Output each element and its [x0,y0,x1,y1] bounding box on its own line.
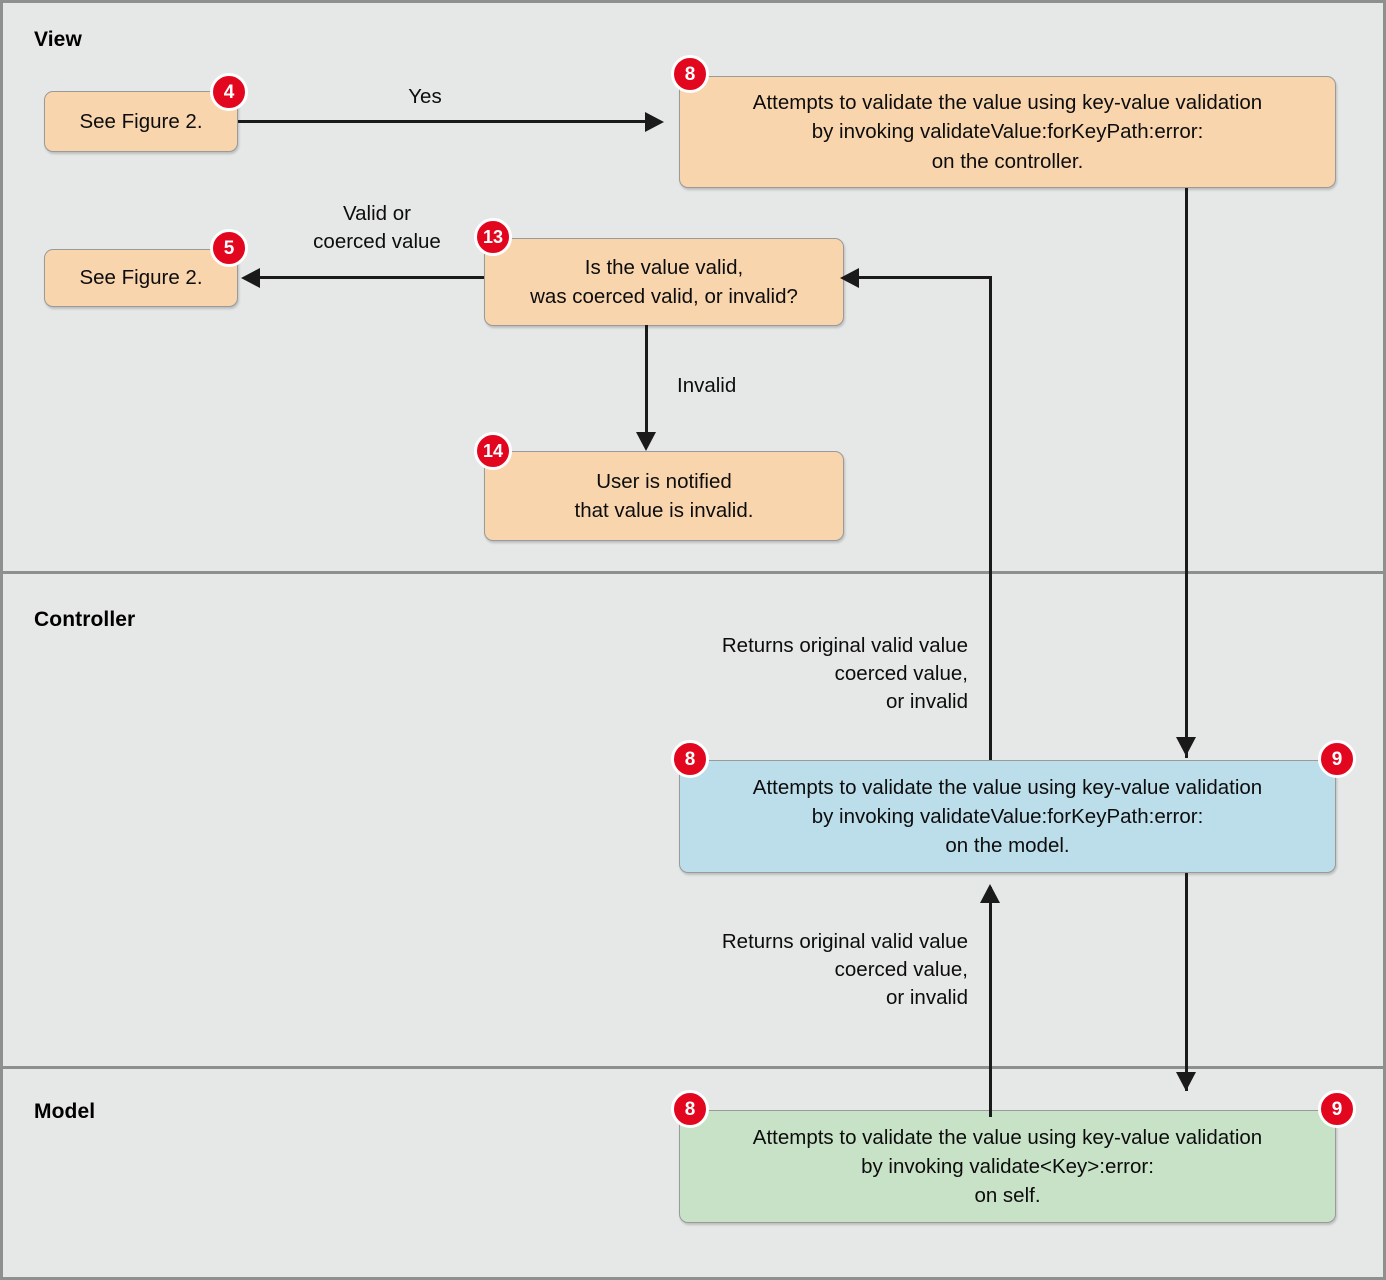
node-see-figure-bottom-text: See Figure 2. [79,266,203,290]
edge-label-returns-model: Returns original valid value coerced val… [721,930,968,1009]
node-see-figure-top-text: See Figure 2. [79,109,203,133]
connector-view-to-controller-line [1185,188,1188,758]
edge-label-valid-or-coerced: Valid or coerced value [313,202,441,253]
badge-14: 14 [474,432,512,470]
node-model-validate-line2: by invoking validate<Key>:error: [861,1154,1154,1178]
edge-label-invalid: Invalid [677,374,737,397]
node-model-validate[interactable]: Attempts to validate the value using key… [679,1110,1336,1223]
lane-divider-controller [0,571,1386,574]
badge-8-model: 8 [671,1090,709,1128]
badge-5: 5 [210,229,248,267]
node-controller-validate-line2: by invoking validateValue:forKeyPath:err… [811,804,1204,828]
connector-controller-returns-line [989,277,992,760]
node-see-figure-bottom[interactable]: See Figure 2. [44,249,238,307]
connector-view-to-controller-arrowhead [1176,737,1196,756]
connector-invalid-line [645,325,648,440]
connector-yes-line [238,120,650,123]
node-model-validate-line1: Attempts to validate the value using key… [752,1125,1263,1149]
badge-8-controller: 8 [671,740,709,778]
node-controller-validate[interactable]: Attempts to validate the value using key… [679,760,1336,873]
connector-controller-to-model-arrowhead [1176,1072,1196,1091]
connector-valid-arrowhead [241,268,260,288]
connector-yes-arrowhead [645,112,664,132]
node-controller-validate-line1: Attempts to validate the value using key… [752,775,1263,799]
lane-divider-model [0,1066,1386,1069]
node-view-decision-line2: was coerced valid, or invalid? [530,285,798,308]
connector-invalid-arrowhead [636,432,656,451]
badge-8-view: 8 [671,55,709,93]
node-view-validate[interactable]: Attempts to validate the value using key… [679,76,1336,188]
node-view-notify-line2: that value is invalid. [574,499,754,522]
node-view-validate-line2: by invoking validateValue:forKeyPath:err… [811,120,1204,144]
node-view-notify[interactable]: User is notified that value is invalid. [484,451,844,541]
connector-model-returns-arrowhead [980,884,1000,903]
connector-controller-returns-arrowhead [840,268,859,288]
node-view-decision-line1: Is the value valid, [584,255,744,279]
badge-13: 13 [474,218,512,256]
connector-controller-to-model-line [1185,873,1188,1091]
connector-valid-line [258,276,484,279]
badge-9-controller: 9 [1318,740,1356,778]
badge-4: 4 [210,73,248,111]
connector-controller-returns-hline [858,276,992,279]
connector-model-returns-line [989,887,992,1117]
node-view-notify-line1: User is notified [596,469,732,493]
lane-title-view: View [34,28,82,51]
lane-title-controller: Controller [34,608,136,631]
node-view-decision[interactable]: Is the value valid, was coerced valid, o… [484,238,844,326]
badge-9-model: 9 [1318,1090,1356,1128]
node-view-validate-line1: Attempts to validate the value using key… [752,91,1263,115]
lane-title-model: Model [34,1100,96,1123]
node-controller-validate-line3: on the model. [945,834,1070,858]
node-view-validate-line3: on the controller. [931,149,1084,173]
edge-label-returns-controller: Returns original valid value coerced val… [721,634,968,713]
edge-label-yes: Yes [408,85,442,108]
node-see-figure-top[interactable]: See Figure 2. [44,91,238,152]
node-model-validate-line3: on self. [974,1184,1041,1208]
